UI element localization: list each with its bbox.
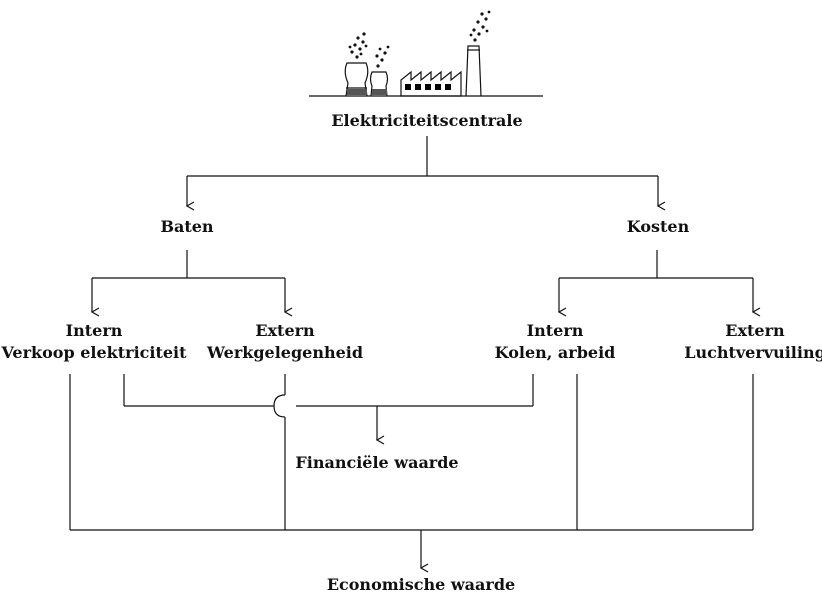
baten-intern-text: Verkoop elektriciteit (1, 343, 187, 362)
kosten-extern-node: Extern Luchtvervuiling (684, 320, 822, 364)
economic-value-label: Economische waarde (326, 575, 516, 594)
kosten-intern-node: Intern Kolen, arbeid (495, 320, 616, 364)
baten-label: Baten (160, 217, 214, 236)
financial-value-label: Financiële waarde (295, 453, 459, 472)
baten-extern-text: Werkgelegenheid (206, 343, 364, 362)
kosten-extern-heading: Extern (725, 321, 785, 340)
kosten-extern-text: Luchtvervuiling (684, 343, 822, 362)
baten-extern-heading: Extern (255, 321, 315, 340)
kosten-label: Kosten (626, 217, 690, 236)
kosten-intern-text: Kolen, arbeid (494, 343, 616, 362)
baten-extern-node: Extern Werkgelegenheid (207, 320, 363, 364)
fin-hop-bottom (273, 405, 286, 418)
root-label: Elektriciteitscentrale (331, 111, 523, 130)
fin-hop-top (273, 394, 286, 407)
baten-intern-heading: Intern (65, 321, 123, 340)
power-plant-icon (309, 10, 543, 97)
kosten-intern-heading: Intern (526, 321, 584, 340)
baten-intern-node: Intern Verkoop elektriciteit (1, 320, 186, 364)
